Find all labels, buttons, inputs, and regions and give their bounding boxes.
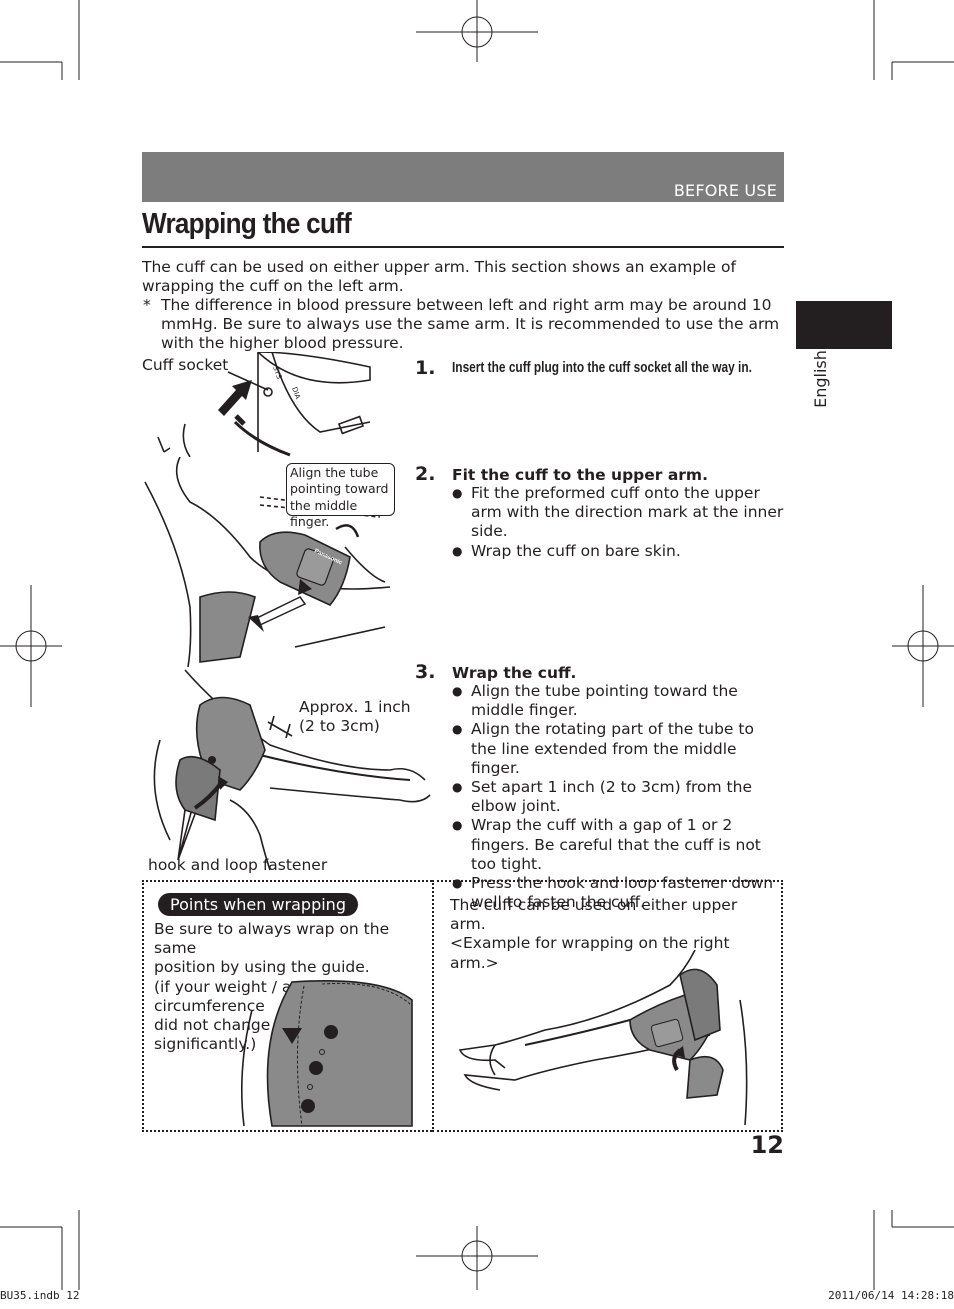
- step-2-bullet: Fit the preformed cuff onto the upper ar…: [452, 484, 784, 542]
- step-3-bullet: Wrap the cuff with a gap of 1 or 2 finge…: [452, 816, 784, 874]
- align-tube-line-3: the middle finger.: [290, 497, 358, 530]
- right-arm-box: [432, 880, 783, 1132]
- title-divider: [142, 246, 784, 248]
- note-marker: *: [143, 296, 151, 314]
- cuff-socket-label: Cuff socket: [142, 356, 229, 374]
- points-text-line: did not change: [154, 1016, 271, 1035]
- language-tab-label: English: [811, 350, 830, 408]
- right-box-text: The cuff can be used on either upper arm…: [450, 896, 775, 973]
- cuff-closeup-illustration: [241, 980, 413, 1127]
- step-3-bullet: Press the hook and loop fastener down we…: [452, 874, 784, 912]
- right-box-line: The cuff can be used on either upper arm…: [450, 896, 738, 934]
- approx-label-line-2: (2 to 3cm): [299, 717, 380, 736]
- right-box-line: <Example for wrapping on the right arm.>: [450, 934, 730, 972]
- align-tube-callout: Align the tube pointing toward the middl…: [286, 463, 395, 529]
- approx-label: Approx. 1 inch (2 to 3cm): [299, 698, 411, 736]
- right-arm-illustration: [458, 950, 748, 1125]
- step-2-bullets: Fit the preformed cuff onto the upper ar…: [452, 484, 784, 561]
- points-text-line: (if your weight / arm circumference: [154, 977, 313, 1015]
- monitor-dia-label: DIA: [290, 386, 302, 400]
- step-1-number: 1.: [415, 357, 436, 379]
- points-text-line: position by using the guide.: [154, 958, 370, 977]
- points-text-line: Be sure to always wrap on the same: [154, 920, 390, 958]
- points-text: Be sure to always wrap on the same posit…: [154, 920, 422, 1054]
- step-2-bullet: Wrap the cuff on bare skin.: [452, 542, 784, 561]
- language-tab-block: [796, 301, 892, 349]
- points-text-line: significantly.): [154, 1035, 257, 1054]
- page-number: 12: [750, 1131, 784, 1159]
- points-pill: Points when wrapping: [158, 893, 358, 916]
- intro-note: The difference in blood pressure between…: [161, 296, 780, 353]
- points-box: [142, 880, 432, 1132]
- align-tube-line-2: pointing toward: [290, 481, 389, 497]
- step-3-number: 3.: [415, 661, 436, 683]
- approx-label-line-1: Approx. 1 inch: [299, 698, 411, 716]
- step-3-heading: Wrap the cuff.: [452, 664, 577, 682]
- step-3-bullets: Align the tube pointing toward the middl…: [452, 682, 784, 912]
- step-2-number: 2.: [415, 463, 436, 485]
- fastener-label: hook and loop fastener: [148, 856, 328, 874]
- intro-text: The cuff can be used on either upper arm…: [142, 258, 736, 296]
- footer-timestamp: 2011/06/14 14:28:18: [828, 1289, 954, 1302]
- section-header-band: [142, 152, 784, 202]
- step-3-bullet: Set apart 1 inch (2 to 3cm) from the elb…: [452, 778, 784, 816]
- step-3-bullet: Align the rotating part of the tube to t…: [452, 720, 784, 778]
- step-3-bullet: Align the tube pointing toward the middl…: [452, 682, 784, 720]
- step-2-heading: Fit the cuff to the upper arm.: [452, 466, 708, 484]
- wrapped-cuff-illustration: [153, 669, 431, 870]
- align-tube-line-1: Align the tube: [290, 465, 379, 480]
- step-1-heading: Insert the cuff plug into the cuff socke…: [452, 360, 752, 376]
- page-title: Wrapping the cuff: [142, 208, 352, 240]
- section-label: BEFORE USE: [673, 181, 777, 200]
- footer-file-label: BU35.indb 12: [0, 1289, 80, 1302]
- cuff-plug-illustration: SYS DIA: [157, 352, 371, 457]
